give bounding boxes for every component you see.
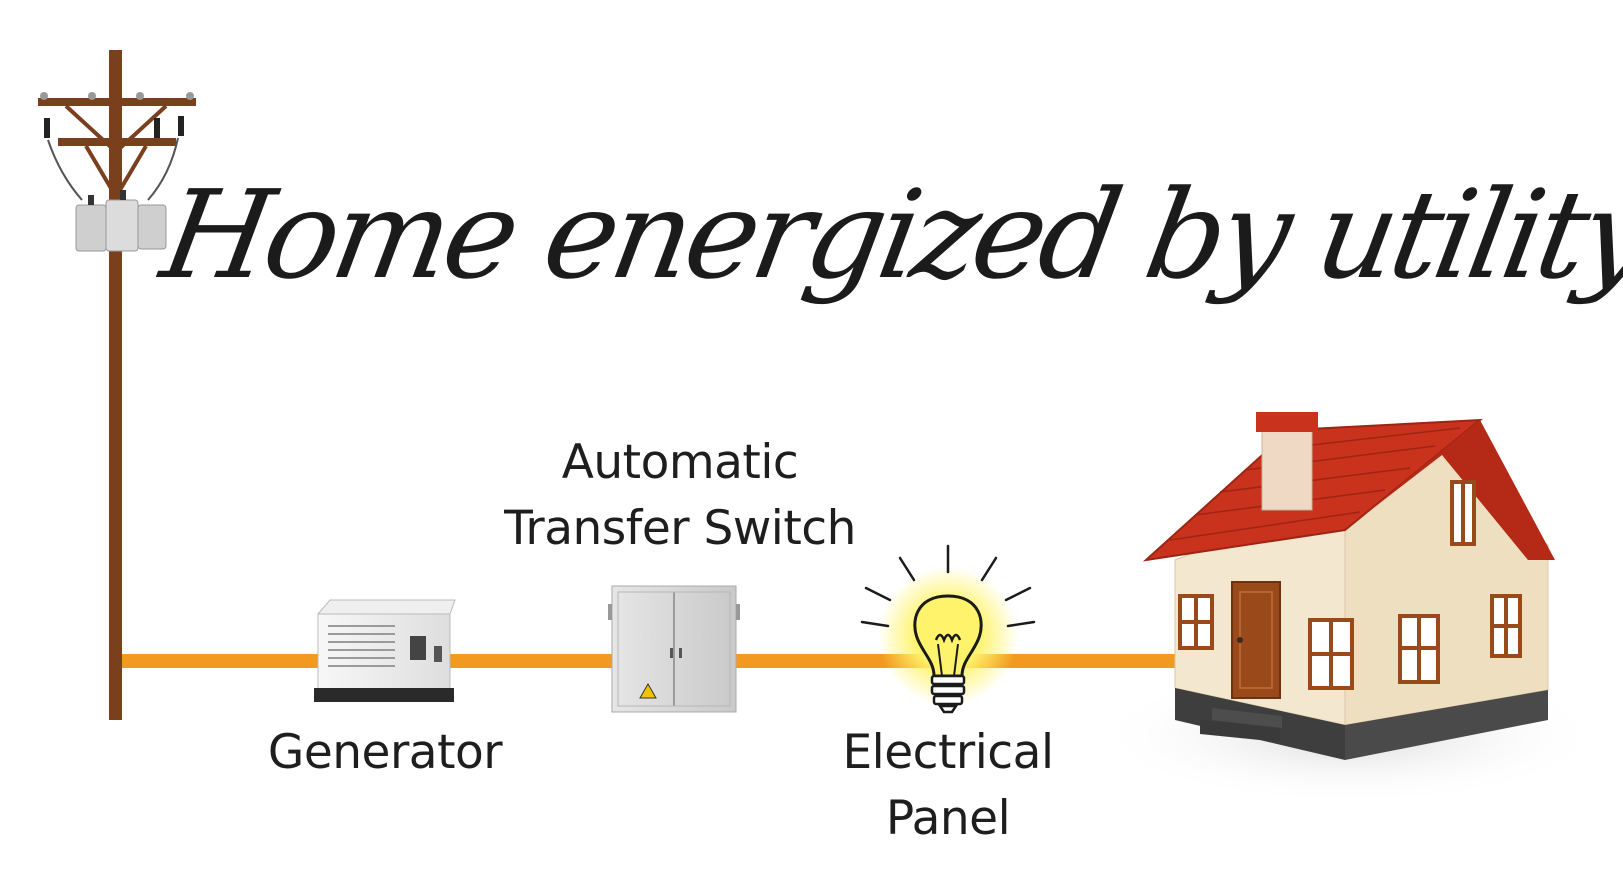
- ats-label: Automatic Transfer Switch: [470, 430, 890, 562]
- utility-pole-icon: [38, 50, 196, 720]
- ats-label-line2: Transfer Switch: [504, 501, 856, 556]
- transfer-switch-cabinet-icon: [608, 585, 740, 713]
- generator-label: Generator: [267, 725, 503, 780]
- diagram-title: Home energized by utility: [152, 164, 1623, 306]
- panel-label-line2: Panel: [885, 791, 1011, 846]
- house-icon: [1095, 412, 1605, 805]
- light-bulb-icon: [860, 544, 1036, 714]
- generator-icon: [314, 599, 456, 702]
- ats-label-line1: Automatic: [561, 435, 799, 490]
- panel-label: Electrical Panel: [820, 720, 1076, 852]
- panel-label-line1: Electrical: [842, 725, 1054, 780]
